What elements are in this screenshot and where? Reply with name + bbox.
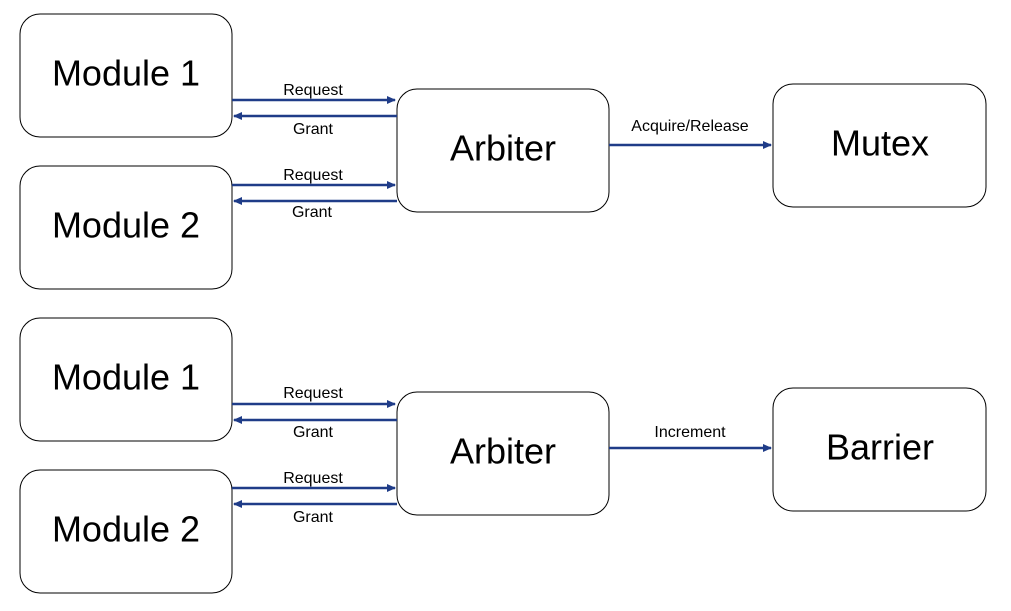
barrier-diagram: Module 1 Module 2 Arbiter Barrier Reques… (19, 317, 987, 594)
arbiter-box (396, 391, 610, 516)
acquire-release-label: Acquire/Release (631, 118, 749, 135)
module-1-box (19, 13, 233, 138)
module-1-label: Module 1 (52, 357, 200, 398)
module-2-box (19, 165, 233, 290)
mutex-diagram: Module 1 Module 2 Arbiter Mutex Request … (19, 13, 987, 290)
module-2-label: Module 2 (52, 205, 200, 246)
m1-grant-label: Grant (293, 121, 334, 138)
m1-request-label: Request (283, 385, 343, 402)
barrier-box (772, 387, 987, 512)
module-2-label: Module 2 (52, 509, 200, 550)
mutex-label: Mutex (831, 123, 929, 164)
m2-request-label: Request (283, 470, 343, 487)
m2-grant-label: Grant (292, 204, 333, 221)
module-1-box (19, 317, 233, 442)
m1-request-label: Request (283, 82, 343, 99)
module-1-label: Module 1 (52, 53, 200, 94)
arbiter-label: Arbiter (450, 128, 556, 169)
arbiter-box (396, 88, 610, 213)
mutex-box (772, 83, 987, 208)
barrier-label: Barrier (826, 427, 934, 468)
m2-grant-label: Grant (293, 509, 334, 526)
increment-label: Increment (654, 424, 726, 441)
arbiter-label: Arbiter (450, 431, 556, 472)
m2-request-label: Request (283, 167, 343, 184)
m1-grant-label: Grant (293, 424, 334, 441)
module-2-box (19, 469, 233, 594)
